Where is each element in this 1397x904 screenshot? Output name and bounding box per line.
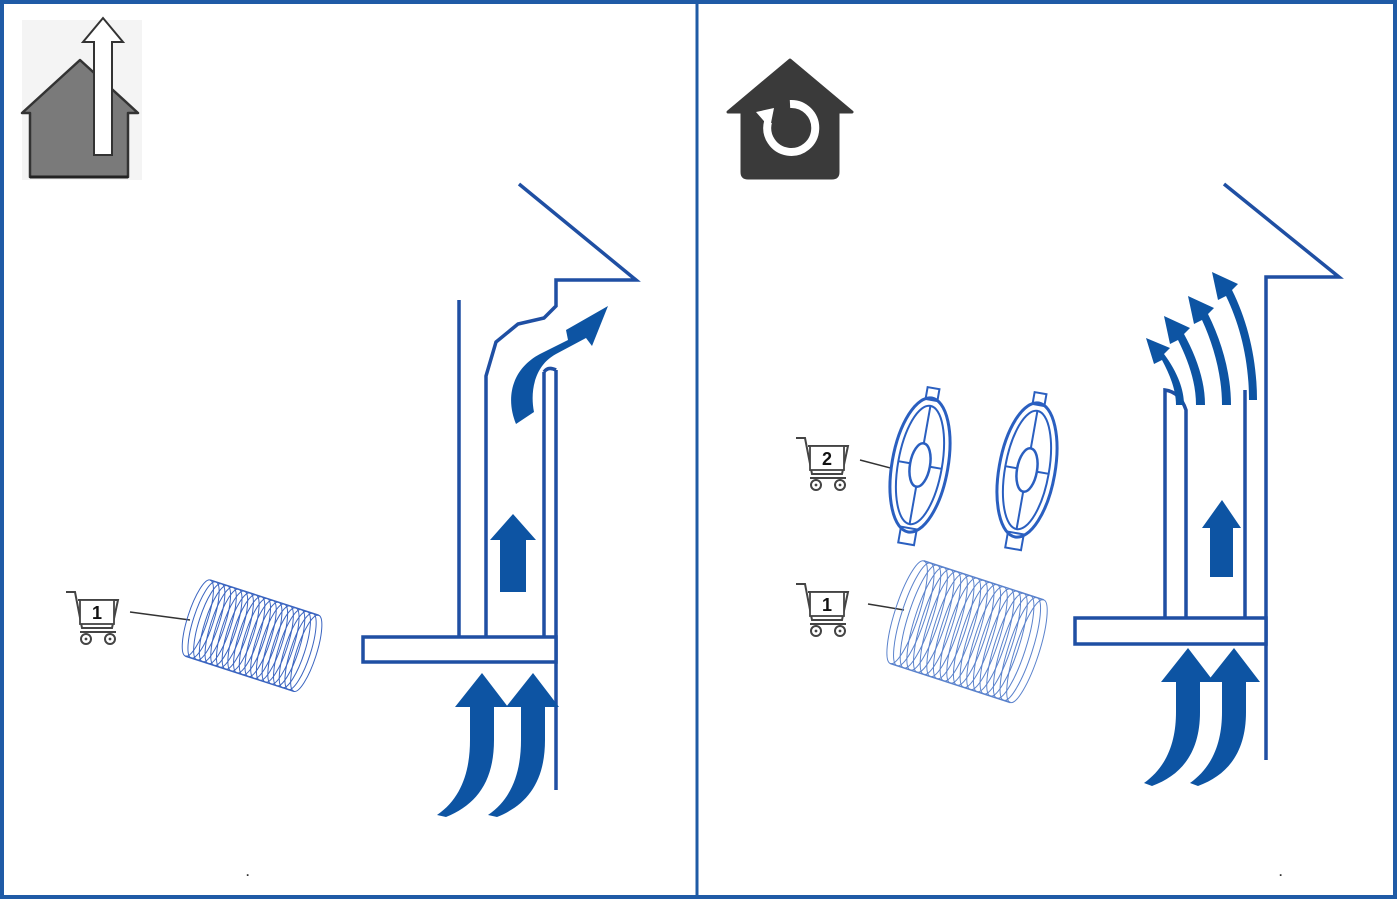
panel-dot: . — [1279, 865, 1282, 879]
carbon-filter-icon — [888, 385, 952, 547]
panel-recirculation: 2 1 — [726, 58, 1344, 879]
callout-line — [867, 603, 905, 611]
panel-ducted-extraction: 1 — [20, 16, 641, 879]
carbon-filter-icon — [995, 390, 1059, 552]
accessory-label-1: 1 — [822, 595, 832, 615]
chimney-hood-outline — [361, 182, 641, 790]
cart-icon: 1 — [65, 591, 119, 645]
cart-icon: 1 — [795, 583, 849, 637]
flexible-duct-hose-icon — [181, 579, 323, 693]
panel-dot: . — [246, 865, 249, 879]
airflow-arrows-recirculation — [1144, 272, 1260, 786]
accessory-label-2: 2 — [822, 449, 832, 469]
house-recirculation-icon — [726, 58, 854, 180]
chimney-hood-outline — [1073, 182, 1344, 760]
callout-line — [129, 611, 191, 621]
airflow-arrows-extraction — [437, 306, 608, 817]
flexible-duct-hose-icon — [886, 560, 1048, 704]
accessory-label-1: 1 — [92, 603, 102, 623]
cart-icon: 2 — [795, 437, 849, 491]
house-exhaust-arrow-icon — [20, 16, 142, 180]
